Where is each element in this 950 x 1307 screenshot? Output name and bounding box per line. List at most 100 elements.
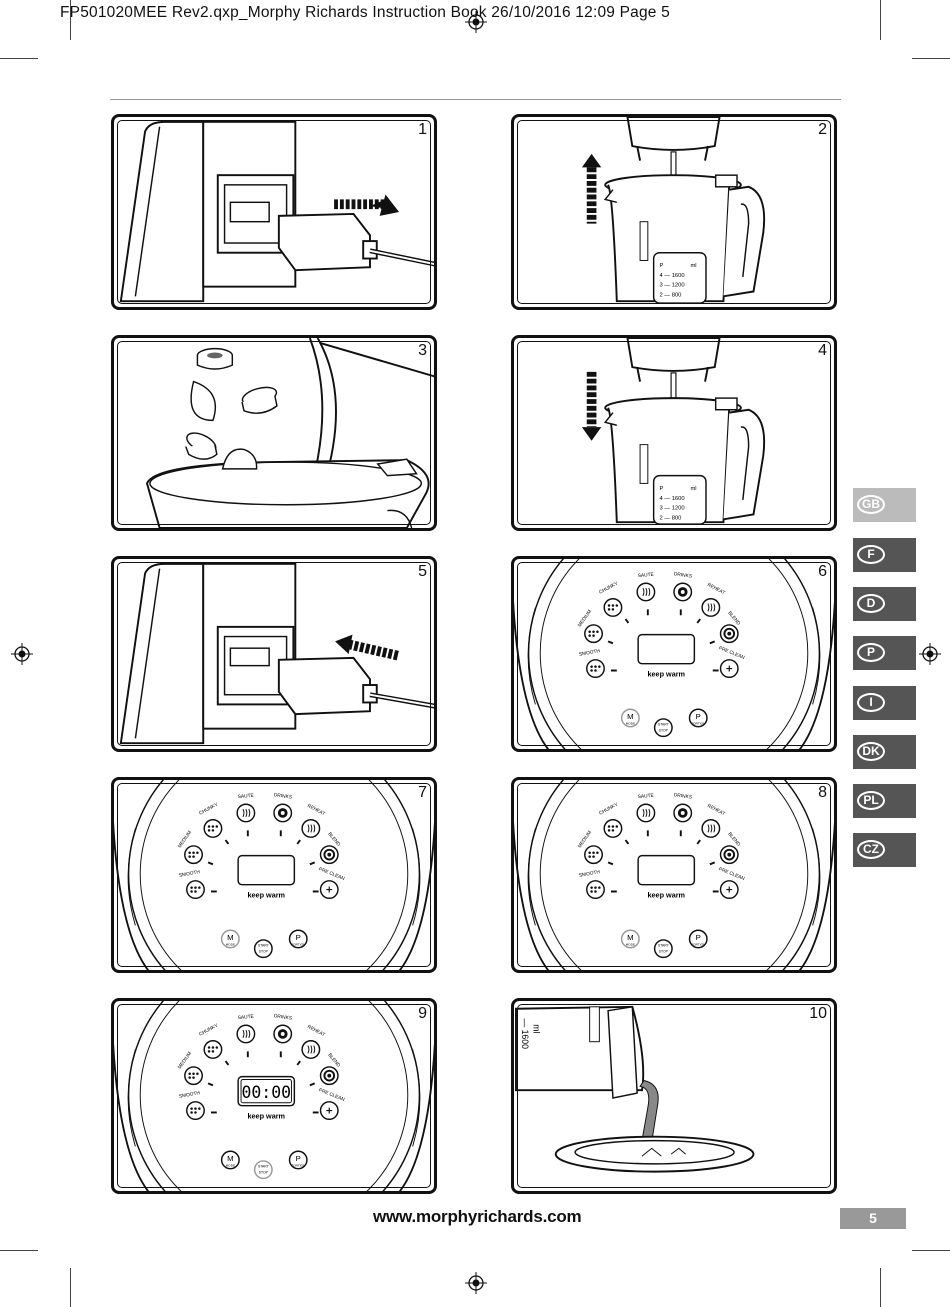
indicator-line xyxy=(607,861,614,866)
print-slug-header: FP501020MEE Rev2.qxp_Morphy Richards Ins… xyxy=(60,4,670,21)
mode-button xyxy=(701,819,721,838)
unplug-illustration xyxy=(119,562,434,745)
mode-button xyxy=(603,819,623,838)
language-tab-gb[interactable]: GB xyxy=(853,488,916,522)
mode-label: MODE xyxy=(226,943,235,947)
mode-button xyxy=(620,929,640,949)
language-tab-dk[interactable]: DK xyxy=(853,735,916,769)
language-tab-i[interactable]: I xyxy=(853,686,916,720)
step-panel-10: — 1600 ml 10 xyxy=(511,998,837,1194)
mode-button xyxy=(636,582,656,602)
language-tab-d[interactable]: D xyxy=(853,587,916,621)
header-rule xyxy=(110,99,841,100)
step-number: 7 xyxy=(418,784,427,801)
language-tab-pl[interactable]: PL xyxy=(853,784,916,818)
indicator-line xyxy=(224,1060,230,1066)
mode-button xyxy=(701,598,721,617)
language-code: DK xyxy=(857,742,885,761)
crop-mark xyxy=(880,1268,881,1307)
scale-ml: ml xyxy=(690,486,696,492)
registration-mark-icon xyxy=(919,643,941,665)
step-number: 4 xyxy=(818,342,827,359)
step-number: 9 xyxy=(418,1005,427,1022)
indicator-line xyxy=(624,618,630,624)
stop-label: STOP xyxy=(259,950,269,954)
crop-mark xyxy=(912,1250,950,1251)
scale-p: P xyxy=(659,263,663,269)
start-label: START xyxy=(258,944,269,948)
mode-label: SMOOTH xyxy=(579,648,601,658)
mode-label: SAUTE xyxy=(638,793,655,800)
start-label: START xyxy=(658,944,669,948)
step-panel-5: 5 xyxy=(111,556,437,752)
indicator-line xyxy=(624,839,630,845)
crop-mark xyxy=(70,0,71,40)
portion-letter: P xyxy=(296,1154,301,1163)
language-code: GB xyxy=(857,495,885,514)
scale-row: 4 — 1600 xyxy=(659,273,684,279)
scale-ml: ml xyxy=(690,263,696,269)
mode-label: PRE CLEAN xyxy=(318,1087,346,1103)
registration-mark-icon xyxy=(465,11,487,33)
mode-label: REHEAT xyxy=(306,803,326,817)
mode-label: SMOOTH xyxy=(579,869,601,879)
indicator-line xyxy=(296,1060,301,1066)
mode-button xyxy=(203,1040,223,1059)
lcd-display xyxy=(637,633,696,665)
mode-label: REHEAT xyxy=(306,1024,326,1038)
start-stop-button xyxy=(653,718,673,738)
mode-button xyxy=(620,708,640,728)
registration-mark-icon xyxy=(11,643,33,665)
language-code: D xyxy=(857,594,885,613)
portion-button xyxy=(688,708,708,728)
page-number: 5 xyxy=(840,1208,906,1229)
indicator-line xyxy=(207,861,214,866)
scale-p: P xyxy=(659,486,663,492)
start-stop-button xyxy=(653,939,673,959)
step-panel-2: P ml 4 — 1600 3 — 1200 2 — 800 2 xyxy=(511,114,837,310)
vegetable-slice-icon xyxy=(196,347,234,370)
plug-in-illustration xyxy=(119,120,434,303)
up-arrow-icon xyxy=(581,153,602,224)
stop-label: STOP xyxy=(659,729,669,733)
step-number: 6 xyxy=(818,563,827,580)
mode-label: SAUTE xyxy=(238,1014,255,1021)
mode-letter: M xyxy=(627,933,633,942)
website-url[interactable]: www.morphyrichards.com xyxy=(373,1207,582,1226)
indicator-line xyxy=(709,861,716,866)
mode-button xyxy=(220,1150,240,1170)
step-number: 1 xyxy=(418,121,427,138)
language-tab-p[interactable]: P xyxy=(853,636,916,670)
push-arrow-icon xyxy=(334,194,400,216)
mode-label: DRINKS xyxy=(673,571,692,579)
language-code: PL xyxy=(857,791,885,810)
indicator-line xyxy=(207,1082,214,1087)
registration-mark-icon xyxy=(465,1272,487,1294)
mode-label: CHUNKY xyxy=(598,801,620,816)
mode-label: SMOOTH xyxy=(179,869,201,879)
mode-label: REHEAT xyxy=(706,803,726,817)
portion-label: PORTION xyxy=(691,722,705,726)
mode-label: CHUNKY xyxy=(598,580,620,595)
mode-label: PRE CLEAN xyxy=(718,866,746,882)
language-tab-f[interactable]: F xyxy=(853,538,916,572)
mode-letter: M xyxy=(627,712,633,721)
pull-arrow-icon xyxy=(335,634,401,661)
language-tab-cz[interactable]: CZ xyxy=(853,833,916,867)
stop-label: STOP xyxy=(659,950,669,954)
mode-label: DRINKS xyxy=(673,792,692,800)
mode-label: REHEAT xyxy=(706,582,726,596)
mode-label: CHUNKY xyxy=(198,801,220,816)
mode-button xyxy=(584,845,603,865)
mode-label: MODE xyxy=(226,1164,235,1168)
mode-label: SAUTE xyxy=(638,572,655,579)
mode-label: DRINKS xyxy=(273,792,292,800)
scale-row: 2 — 800 xyxy=(659,292,681,298)
stop-label: STOP xyxy=(259,1171,269,1175)
portion-letter: P xyxy=(696,933,701,942)
mode-label: CHUNKY xyxy=(198,1022,220,1037)
mode-button xyxy=(301,1040,321,1059)
